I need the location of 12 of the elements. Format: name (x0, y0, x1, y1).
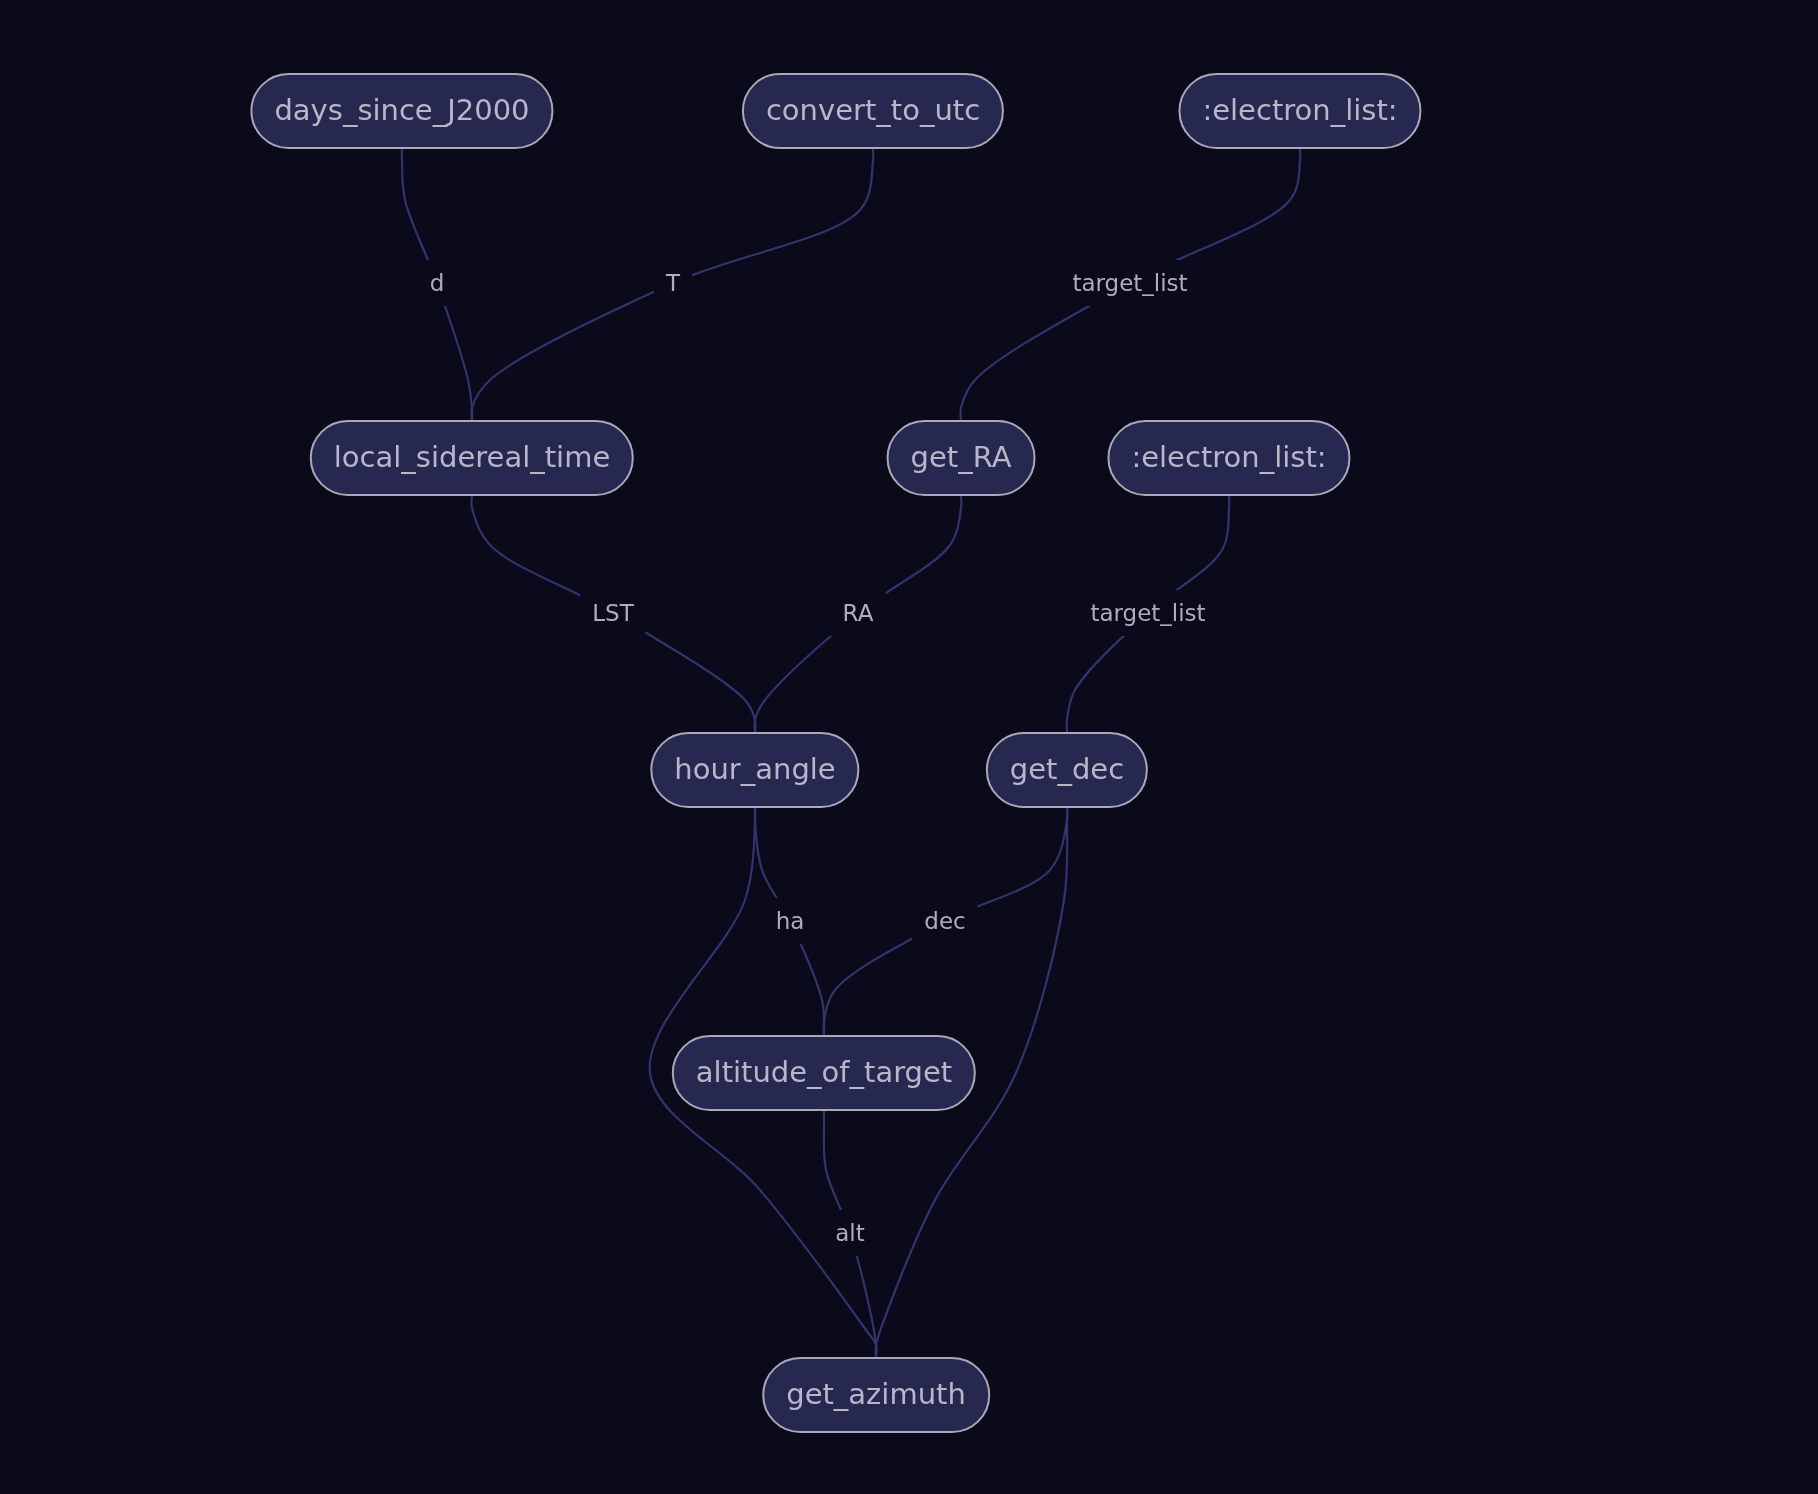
function-node: convert_to_utc (741, 73, 1005, 149)
function-node: local_sidereal_time (309, 420, 635, 496)
function-node: days_since_J2000 (250, 73, 554, 149)
function-node: hour_angle (650, 732, 860, 808)
function-node: :electron_list: (1107, 420, 1351, 496)
function-node: get_dec (985, 732, 1149, 808)
function-node: :electron_list: (1178, 73, 1422, 149)
function-node: get_azimuth (762, 1357, 990, 1433)
edge-label: RA (830, 590, 886, 636)
function-node: altitude_of_target (671, 1035, 977, 1111)
function-node: get_RA (886, 420, 1036, 496)
connector-line (470, 148, 875, 421)
